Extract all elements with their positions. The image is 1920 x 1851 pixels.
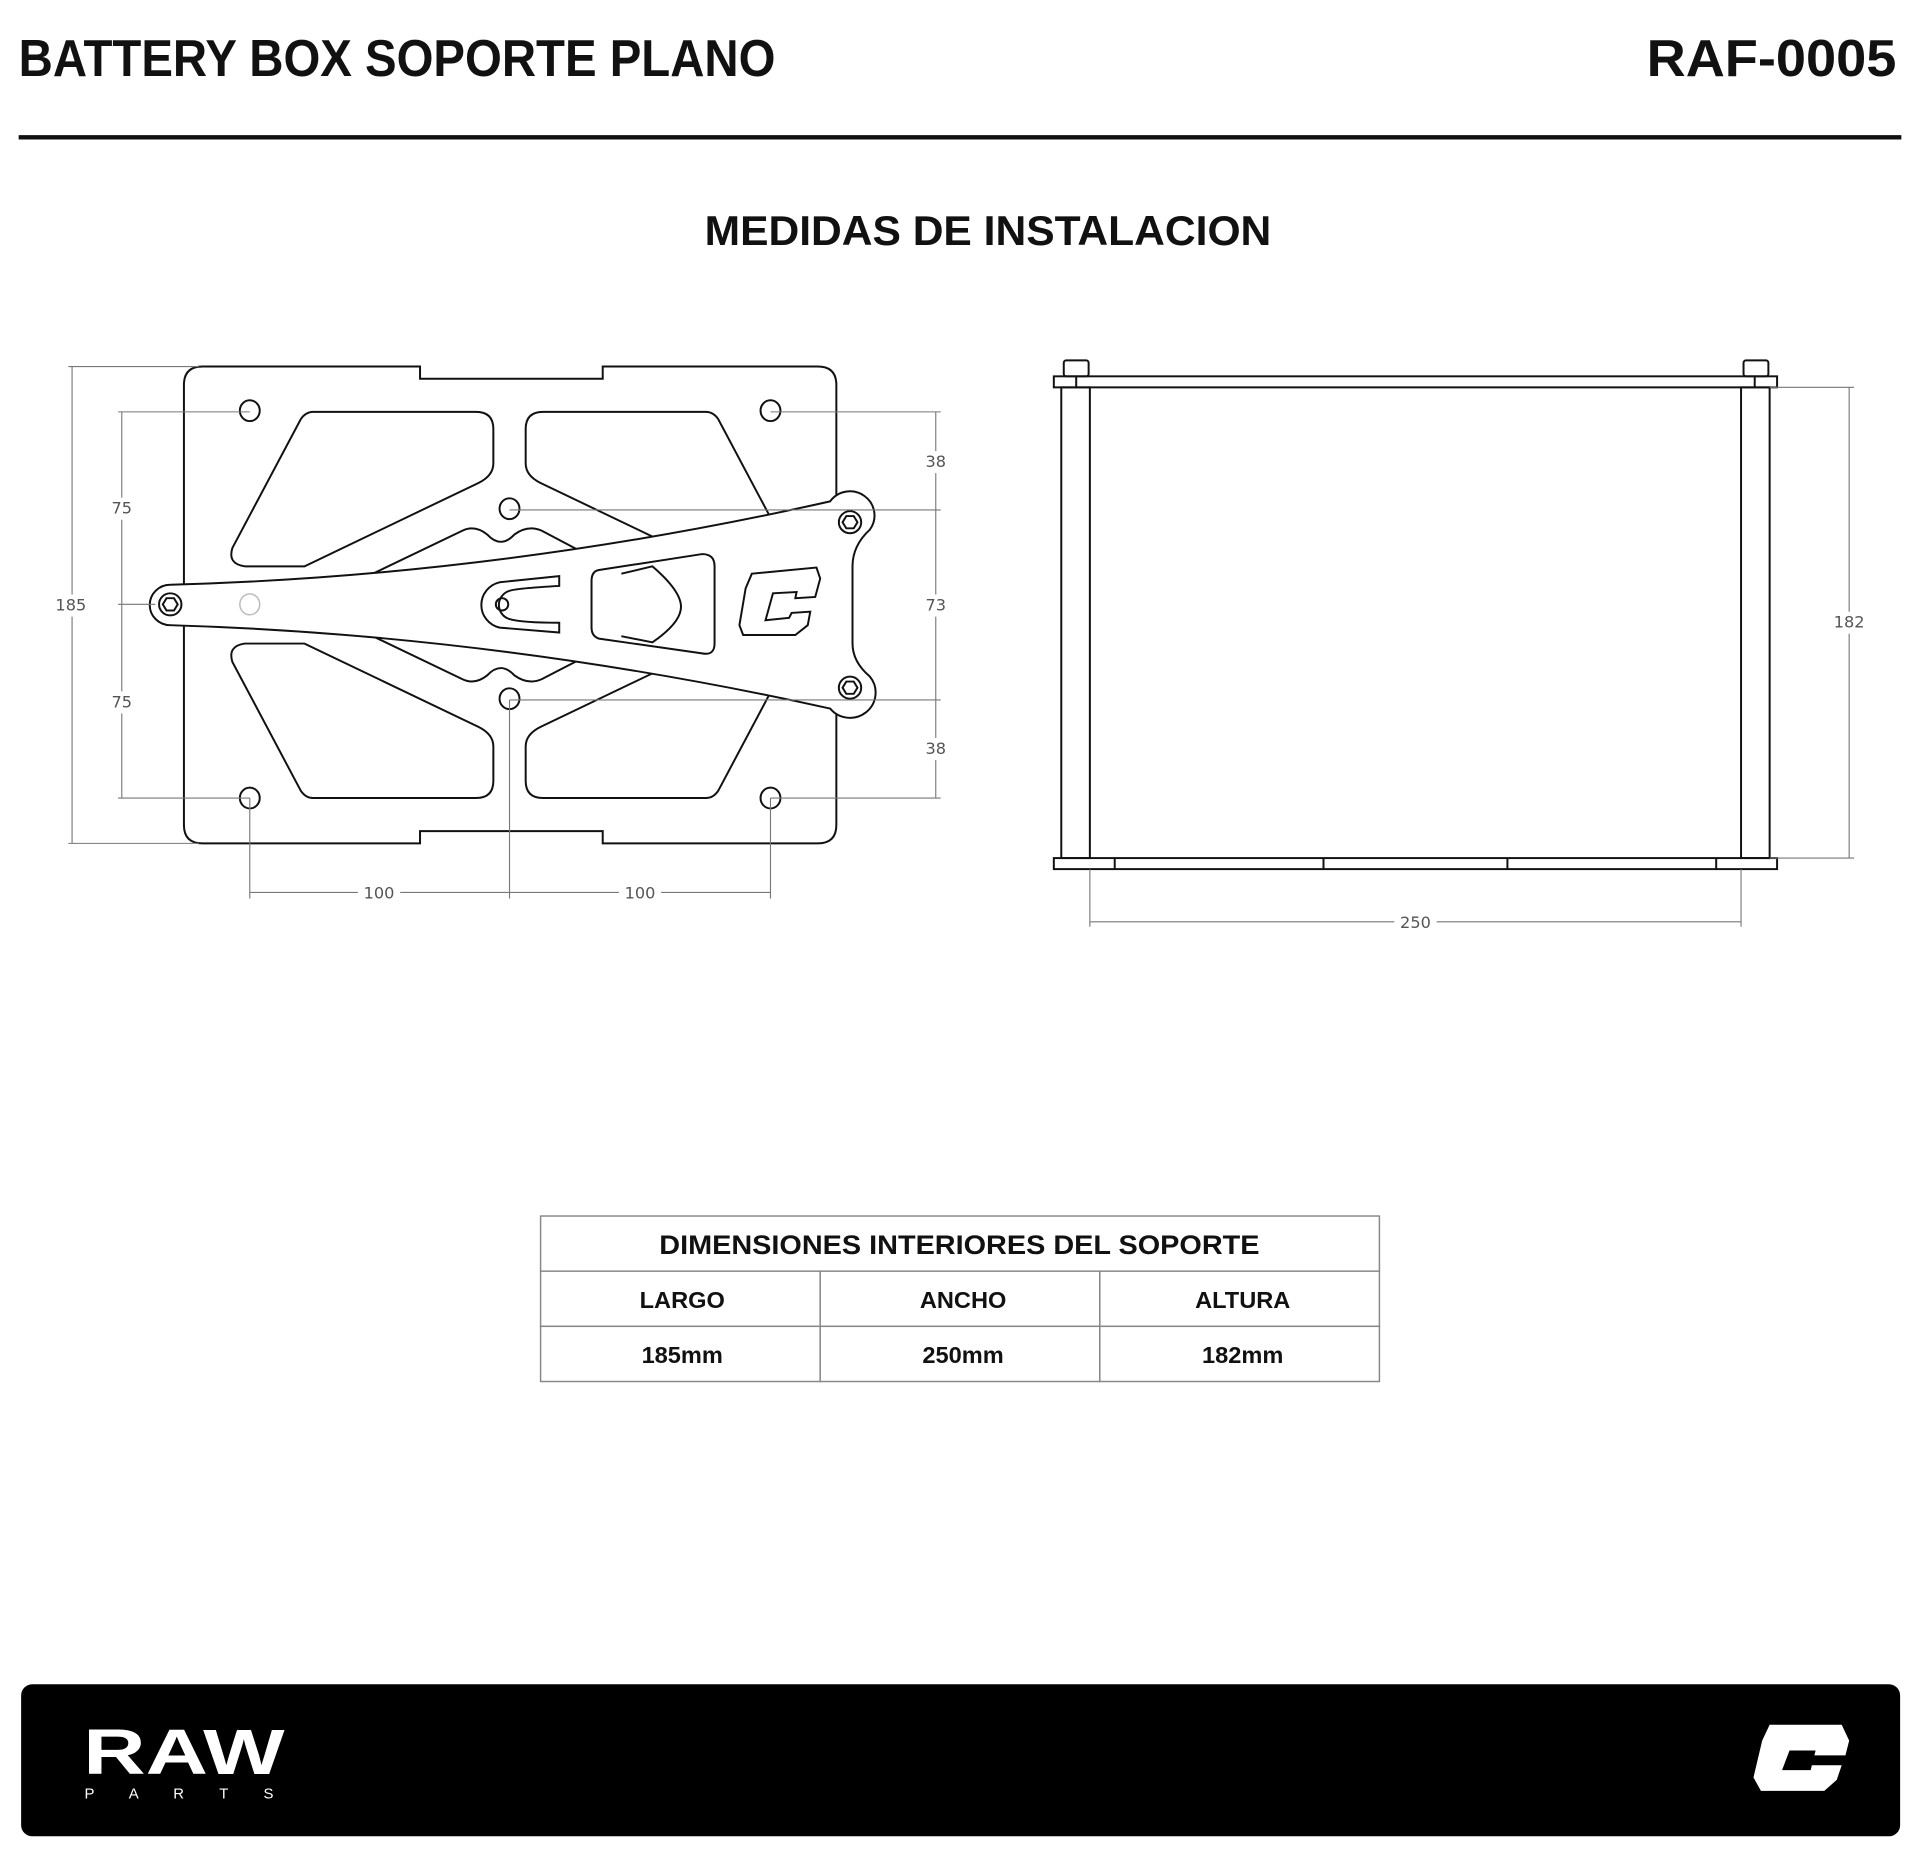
mount-hole	[238, 399, 261, 423]
top-view-drawing	[148, 365, 877, 845]
table-header-ancho: ANCHO	[920, 1287, 1007, 1313]
mount-hole	[498, 497, 521, 521]
cutout-bottom-left	[230, 642, 495, 799]
dim-right-upper: 38	[925, 452, 946, 471]
clamp-arm	[148, 490, 877, 719]
dim-left-lower: 75	[112, 692, 133, 711]
table-header-largo: LARGO	[640, 1287, 725, 1313]
table-value-altura: 182mm	[1202, 1342, 1283, 1368]
arm-window-inner	[621, 565, 683, 644]
bolt-icon	[158, 592, 183, 617]
bolt-icon	[837, 675, 863, 700]
bolt-icon	[837, 510, 863, 535]
page-title: BATTERY BOX SOPORTE PLANO	[19, 29, 776, 87]
brand-logo-sub: P A R T S	[85, 1786, 274, 1802]
cutout-bottom-right	[524, 642, 789, 799]
table-header-altura: ALTURA	[1195, 1287, 1290, 1313]
side-view-dimensions: 182 250	[1089, 386, 1870, 932]
dim-side-height: 182	[1834, 613, 1865, 632]
brand-logo: RAW	[83, 1716, 285, 1788]
dim-right-lower: 38	[925, 739, 946, 758]
section-title: MEDIDAS DE INSTALACION	[705, 207, 1272, 254]
dimensions-table: DIMENSIONES INTERIORES DEL SOPORTE LARGO…	[539, 1215, 1381, 1383]
part-code: RAF-0005	[1647, 29, 1897, 87]
dim-bottom-left: 100	[364, 884, 395, 903]
table-value-ancho: 250mm	[922, 1342, 1003, 1368]
dim-height-185: 185	[55, 596, 86, 615]
footer-bar: RAW P A R T S	[21, 1684, 1901, 1837]
dim-right-middle: 73	[925, 596, 946, 615]
slot-hole	[494, 597, 510, 612]
dim-side-width: 250	[1400, 913, 1431, 932]
cutout-top-right	[524, 410, 789, 568]
top-view-dimensions: 185 75 75 38 73 38 100 100	[52, 365, 951, 903]
c-logo-icon	[738, 566, 822, 636]
plate-outline	[182, 365, 838, 845]
c-logo-icon	[1753, 1724, 1850, 1791]
arm-window	[590, 553, 716, 655]
table-value-largo: 185mm	[642, 1342, 723, 1368]
table-title: DIMENSIONES INTERIORES DEL SOPORTE	[659, 1229, 1259, 1260]
mount-hole	[759, 399, 782, 423]
side-view-drawing	[1052, 359, 1779, 871]
cutout-top-left	[230, 410, 495, 568]
dim-bottom-right: 100	[625, 884, 656, 903]
arm-slot	[480, 575, 561, 634]
dim-left-upper: 75	[112, 499, 133, 518]
hidden-hole	[239, 593, 261, 616]
